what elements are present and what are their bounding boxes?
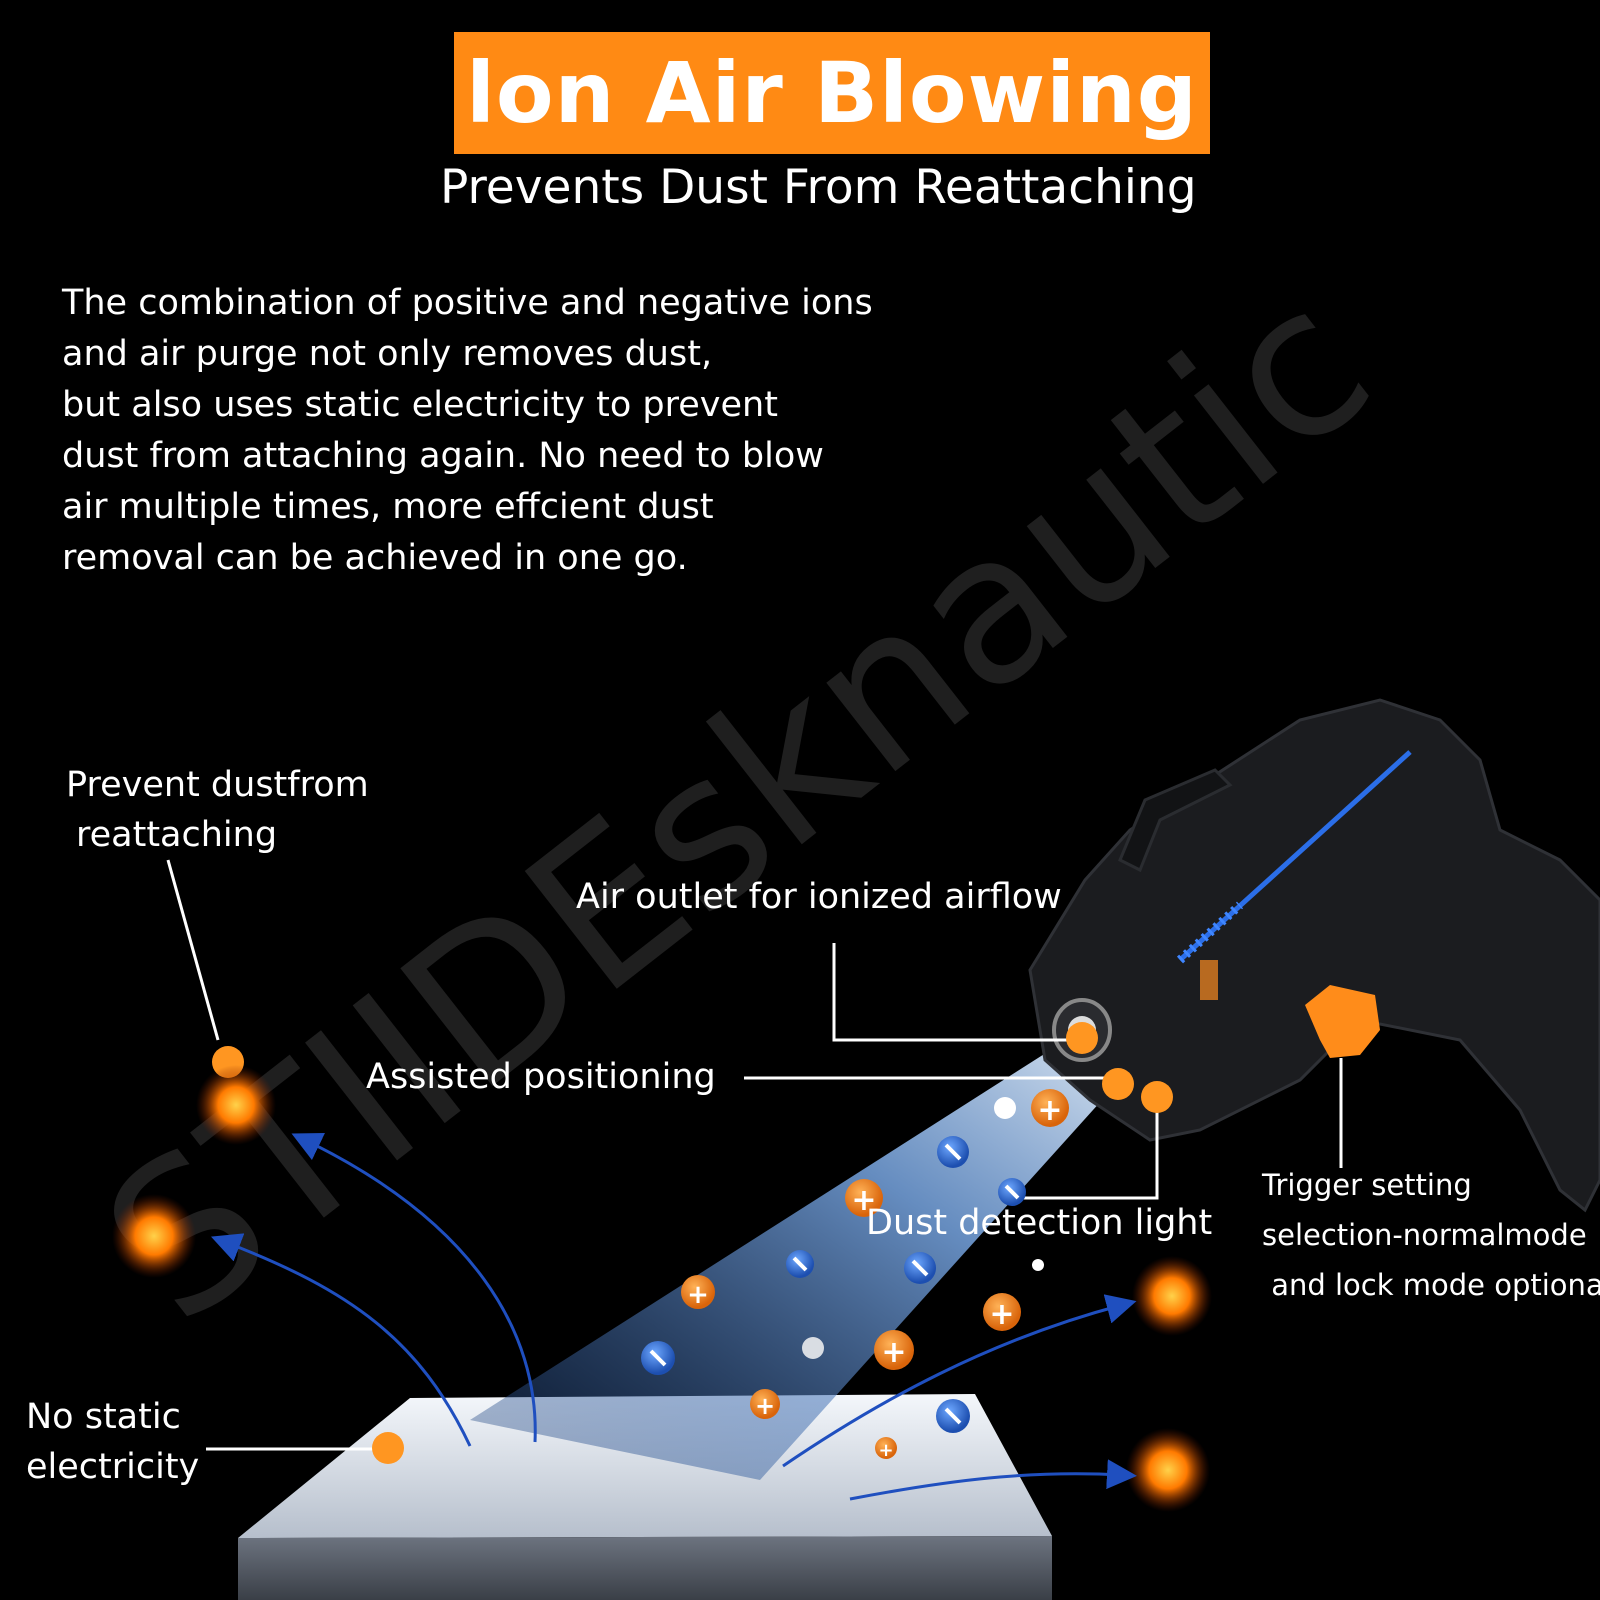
- callout-no-static: No static electricity: [26, 1392, 199, 1492]
- negative-ion: [904, 1252, 936, 1284]
- positive-ion: +: [845, 1179, 883, 1218]
- callout-trigger-setting: Trigger setting selection-normalmode and…: [1262, 1160, 1600, 1310]
- svg-text:+: +: [755, 1392, 775, 1420]
- svg-text:+: +: [1037, 1093, 1062, 1128]
- callout-line: electricity: [26, 1447, 200, 1487]
- positive-ion: +: [875, 1437, 897, 1461]
- callout-line: reattaching: [76, 815, 278, 855]
- callout-line: and lock mode optional: [1262, 1268, 1600, 1302]
- dust-bursts: [112, 1065, 1212, 1512]
- ions: + + + + + + +: [641, 1089, 1069, 1461]
- title-banner: [454, 32, 1210, 154]
- description-line: but also uses static electricity to prev…: [62, 385, 778, 425]
- airflow-arrows: [210, 1133, 1137, 1501]
- negative-ion: [998, 1178, 1026, 1206]
- positive-ion: +: [874, 1330, 914, 1370]
- page-subtitle: Prevents Dust From Reattaching: [440, 160, 1197, 215]
- callout-line: Prevent dustfrom: [66, 765, 369, 805]
- description-line: The combination of positive and negative…: [62, 283, 873, 323]
- callout-dots: [212, 1022, 1173, 1464]
- positive-ion: +: [983, 1293, 1021, 1332]
- positive-ion: +: [750, 1389, 780, 1420]
- page-title: lon Air Blowing: [466, 44, 1198, 142]
- negative-ion: [937, 1136, 969, 1168]
- description-line: and air purge not only removes dust,: [62, 334, 713, 374]
- callout-prevent-dust: Prevent dustfrom reattaching: [66, 760, 369, 860]
- description-paragraph: The combination of positive and negative…: [62, 278, 962, 584]
- svg-text:+: +: [881, 1335, 906, 1370]
- negative-ion: [936, 1399, 970, 1433]
- description-line: removal can be achieved in one go.: [62, 538, 688, 578]
- callout-lines: [166, 859, 1343, 1451]
- description-line: air multiple times, more effcient dust: [62, 487, 714, 527]
- blower-device: [1028, 698, 1600, 1213]
- callout-line: No static: [26, 1397, 181, 1437]
- svg-text:+: +: [989, 1297, 1014, 1332]
- callout-line: Trigger setting: [1262, 1168, 1472, 1202]
- svg-text:+: +: [851, 1183, 876, 1218]
- positive-ion: +: [1031, 1089, 1069, 1128]
- description-line: dust from attaching again. No need to bl…: [62, 436, 824, 476]
- negative-ion: [641, 1341, 675, 1375]
- callout-dust-detection-light: Dust detection light: [866, 1203, 1213, 1243]
- surface-plate: [238, 1394, 1052, 1600]
- callout-line: selection-normalmode: [1262, 1218, 1587, 1252]
- svg-text:+: +: [687, 1280, 709, 1310]
- callout-assisted-positioning: Assisted positioning: [366, 1057, 716, 1097]
- callout-air-outlet: Air outlet for ionized airflow: [576, 877, 1062, 917]
- svg-text:+: +: [878, 1440, 893, 1461]
- positive-ion: +: [681, 1275, 715, 1310]
- negative-ion: [786, 1250, 814, 1278]
